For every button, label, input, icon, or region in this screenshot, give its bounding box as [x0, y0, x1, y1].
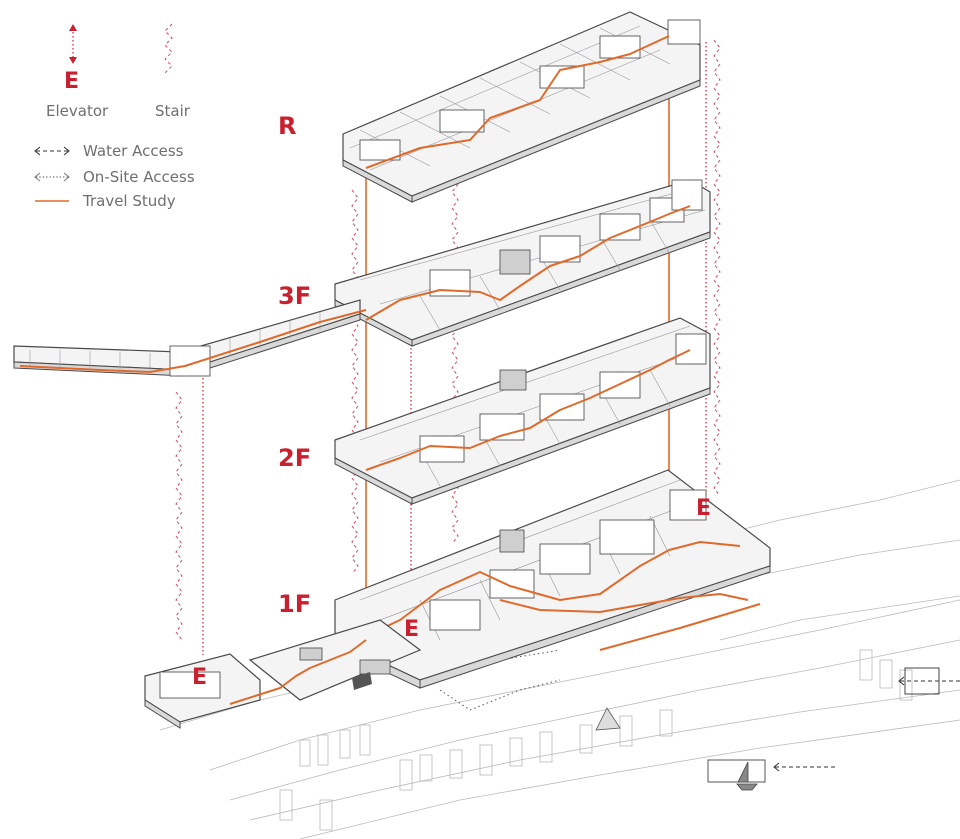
third-floor-plate: [334, 179, 711, 347]
tent-icon: [595, 707, 621, 731]
water-access-arrow-south: [707, 759, 838, 791]
pedestrian-bridge: [13, 299, 367, 377]
sailboat-icon: [736, 761, 758, 791]
stair-legend-icon: [164, 23, 173, 74]
water-access-legend-label: Water Access: [83, 142, 184, 160]
elevator-legend-label: Elevator: [46, 102, 109, 120]
elevator-legend-symbol: E: [64, 69, 79, 94]
elevator-marker-center: E: [404, 617, 419, 642]
onsite-access-legend-icon: [34, 172, 70, 182]
elevator-legend-icon: [69, 24, 77, 64]
travel-study-legend-label: Travel Study: [82, 192, 176, 210]
floor-label-2f: 2F: [278, 444, 311, 472]
elevator-marker-east: E: [696, 496, 711, 521]
water-access-arrow-east: [898, 667, 960, 695]
elevator-marker-west: E: [192, 665, 207, 690]
stair-legend-label: Stair: [155, 102, 191, 120]
floor-label-3f: 3F: [278, 282, 311, 310]
onsite-access-legend-label: On-Site Access: [83, 168, 195, 186]
vertical-circulation: [175, 36, 721, 655]
ground-level: [144, 603, 761, 729]
floor-label-roof: R: [278, 112, 296, 140]
legend: E Elevator Stair Water Access On-Site Ac…: [34, 23, 195, 210]
floor-label-1f: 1F: [278, 590, 311, 618]
second-floor-plate: [334, 317, 711, 505]
roof-plate: [342, 11, 701, 203]
truck-icon: [352, 672, 372, 690]
first-floor-plate: [334, 469, 771, 689]
water-access-legend-icon: [34, 146, 70, 156]
